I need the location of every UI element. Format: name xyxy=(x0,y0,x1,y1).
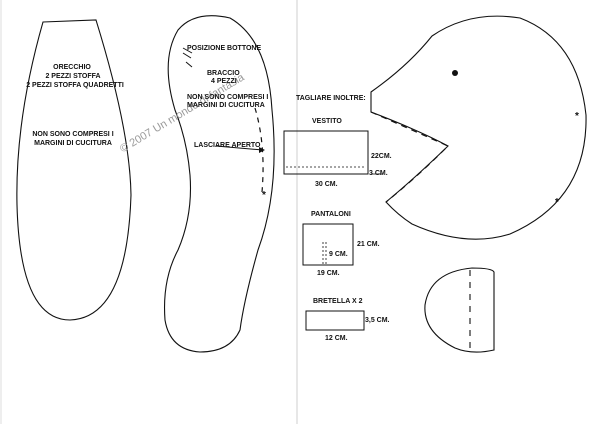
button-mark-2 xyxy=(185,61,193,68)
dress-width: 30 CM. xyxy=(315,181,338,188)
button-mark-1 xyxy=(182,52,192,59)
semicircle-pattern-outline xyxy=(424,267,495,353)
strap-width: 12 CM. xyxy=(325,335,348,342)
arm-title: BRACCIO xyxy=(207,70,240,77)
trousers-inner-length: 9 CM. xyxy=(329,251,348,258)
trousers-title: PANTALONI xyxy=(311,211,351,218)
trousers-width: 19 CM. xyxy=(317,270,340,277)
leave-open-arrowhead xyxy=(259,147,265,153)
arm-asterisk: * xyxy=(262,190,266,201)
dress-title: VESTITO xyxy=(312,118,342,125)
ear-pattern-outline xyxy=(16,19,132,321)
leave-open-arrow xyxy=(215,145,264,151)
ear-title: ORECCHIO xyxy=(53,64,91,71)
ear-note-line2: MARGINI DI CUCITURA xyxy=(34,140,112,147)
cut-also-heading: TAGLIARE INOLTRE: xyxy=(296,95,366,102)
button-position-arrow xyxy=(182,47,193,54)
strap-pattern-rect xyxy=(305,310,365,331)
button-position-label: POSIZIONE BOTTONE xyxy=(187,45,262,52)
strap-title: BRETELLA X 2 xyxy=(313,298,363,305)
head-asterisk-right: * xyxy=(575,111,579,122)
trousers-pattern-rect xyxy=(302,223,354,266)
arm-opening-dashes xyxy=(254,107,264,193)
leave-open-label: LASCIARE APERTO xyxy=(194,142,261,149)
strap-height: 3,5 CM. xyxy=(365,317,390,324)
ear-fabric-count: 2 PEZZI STOFFA xyxy=(45,73,101,80)
head-pattern-outline xyxy=(370,15,587,240)
arm-pattern-outline xyxy=(164,15,275,353)
head-mouth-dashes xyxy=(370,111,450,203)
head-asterisk-bottom: * xyxy=(555,197,559,208)
dress-pattern-rect xyxy=(283,130,369,175)
ear-note-line1: NON SONO COMPRESI I xyxy=(32,131,114,138)
dress-height: 22CM. xyxy=(371,153,392,160)
ear-check-fabric-count: 2 PEZZI STOFFA QUADRETTI xyxy=(26,82,124,89)
arm-pieces: 4 PEZZI xyxy=(211,78,237,85)
arm-note-line2: MARGINI DI CUCITURA xyxy=(187,102,265,109)
trousers-height: 21 CM. xyxy=(357,241,380,248)
arm-note-line1: NON SONO COMPRESI I xyxy=(187,94,269,101)
dress-fold-width: 3 CM. xyxy=(369,170,388,177)
head-eye xyxy=(452,70,458,76)
